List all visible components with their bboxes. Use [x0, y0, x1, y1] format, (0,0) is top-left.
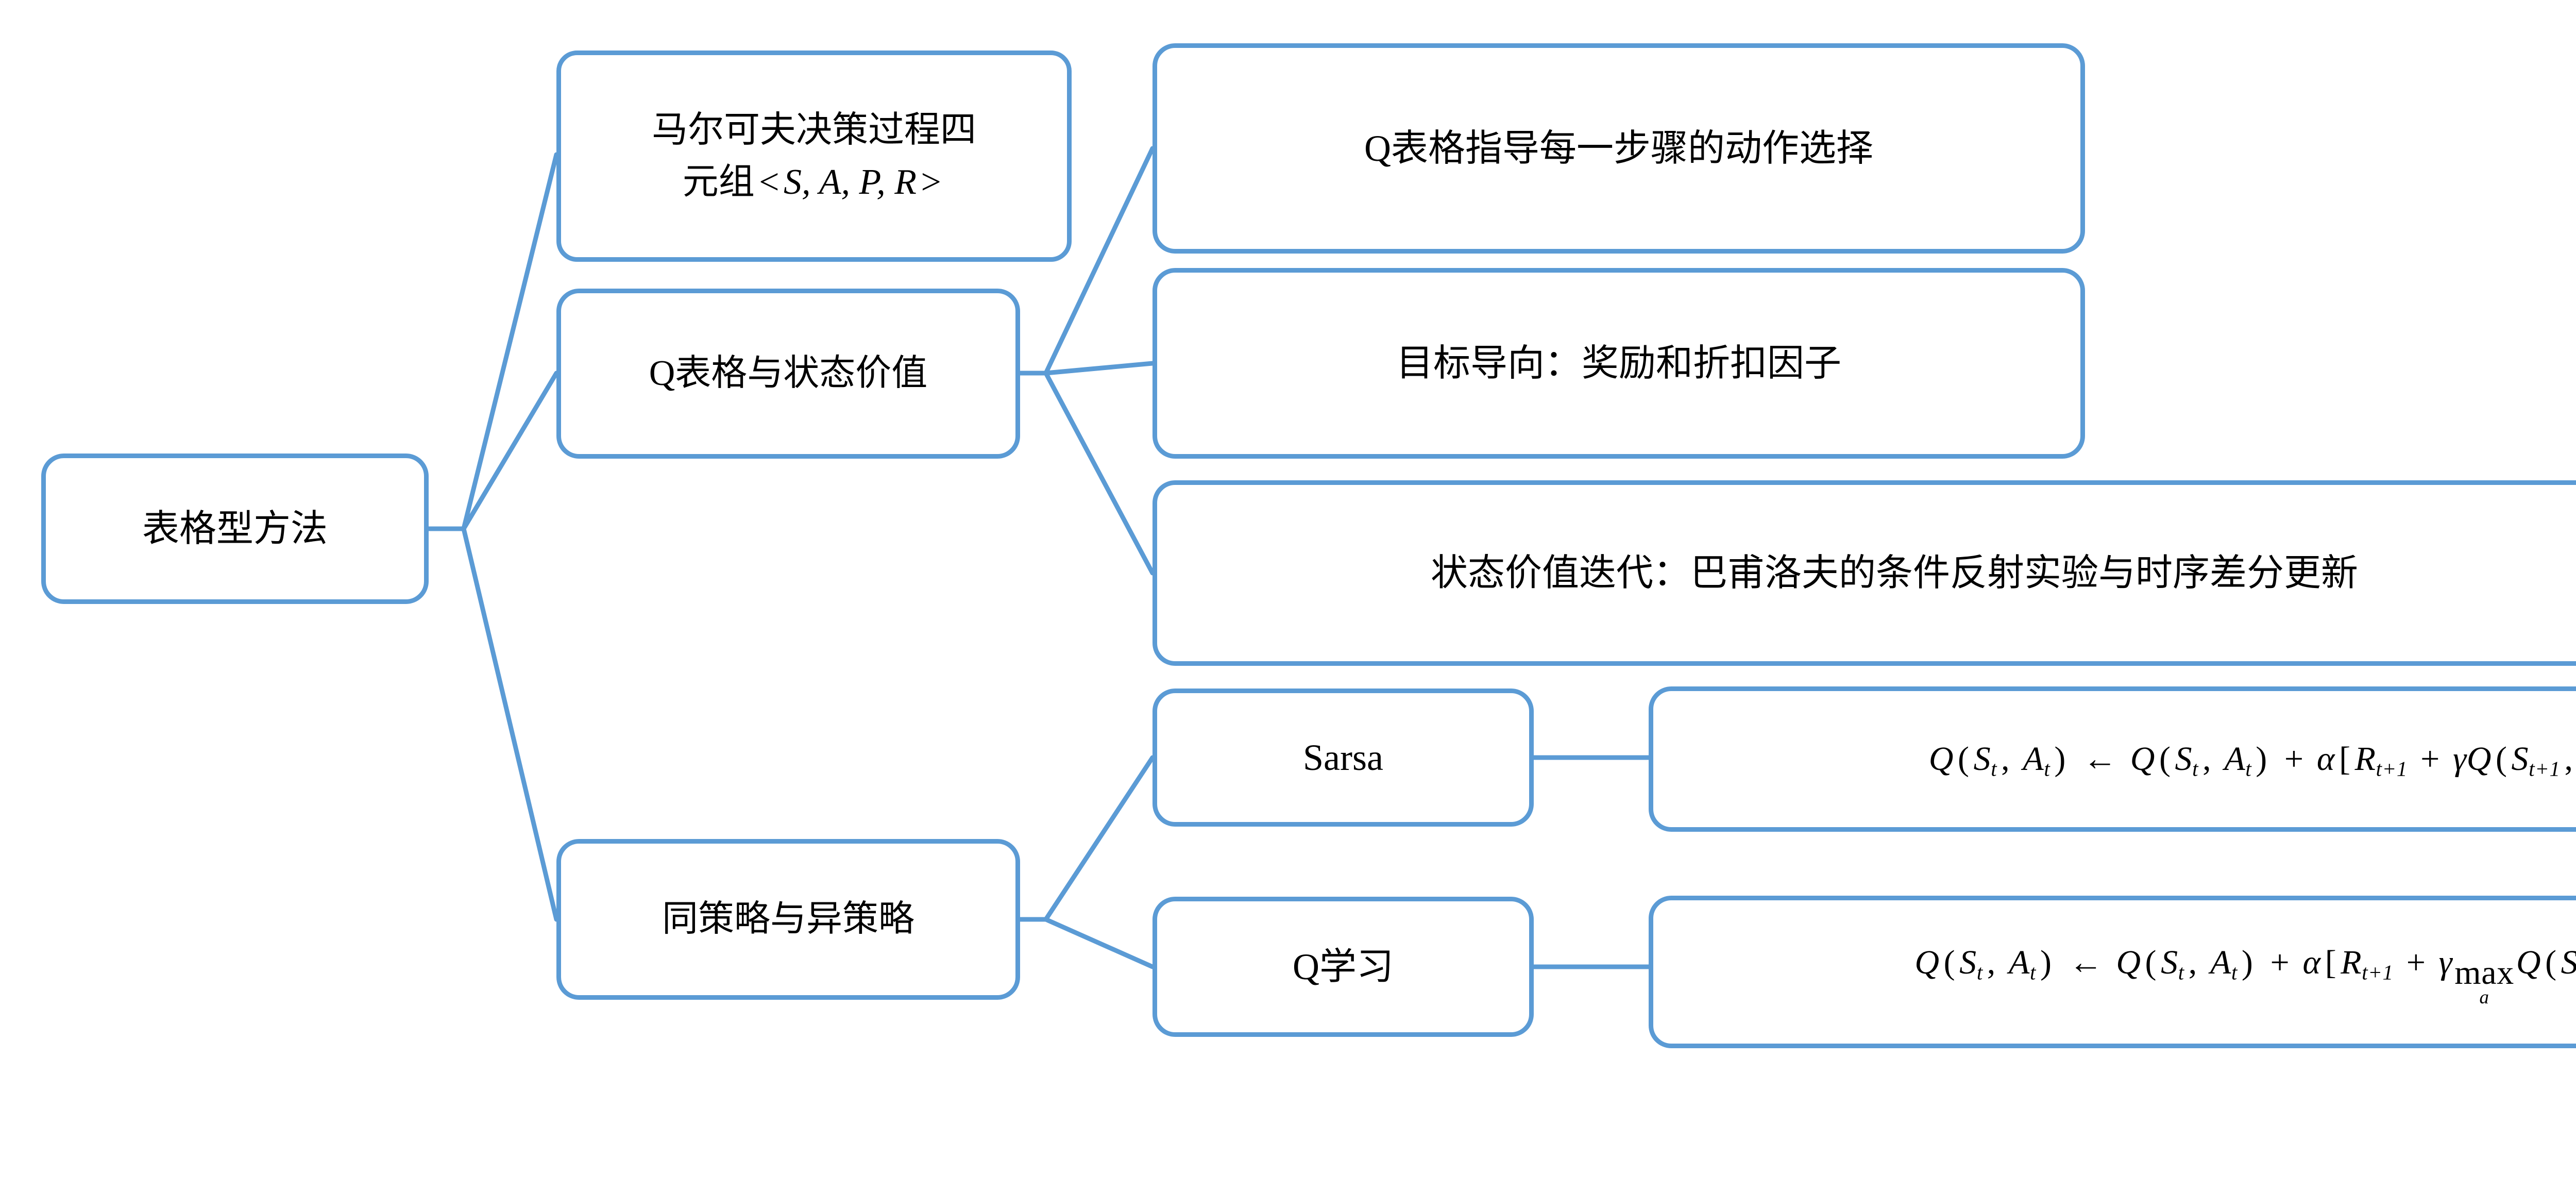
node-q-learning[interactable]: Q学习	[1153, 897, 1534, 1037]
node-leaf-action-selection[interactable]: Q表格指导每一步骤的动作选择	[1153, 43, 2085, 254]
sarsa-formula-expression: Q(St, At) ← Q(St, At) + α[Rt+1 + γQ(St+1…	[1928, 740, 2573, 781]
node-root[interactable]: 表格型方法	[41, 454, 429, 604]
node-leaf3-label: 状态价值迭代：巴甫洛夫的条件反射实验与时序差分更新	[1430, 552, 2358, 594]
connector-qtable-leaf3	[1043, 371, 1155, 576]
connector-policy-qlearning	[1043, 917, 1155, 969]
node-sarsa[interactable]: Sarsa	[1153, 689, 1534, 827]
node-on-policy-off-policy[interactable]: 同策略与异策略	[556, 839, 1020, 1000]
node-sarsa-formula[interactable]: Q(St, At) ← Q(St, At) + α[Rt+1 + γQ(St+1…	[1649, 686, 2576, 832]
connector-root-mdp	[461, 152, 559, 531]
node-leaf-goal-reward-discount[interactable]: 目标导向：奖励和折扣因子	[1153, 268, 2085, 459]
node-leaf2-label: 目标导向：奖励和折扣因子	[1396, 342, 1841, 384]
node-sarsa-label: Sarsa	[1303, 736, 1383, 778]
node-leaf1-label: Q表格指导每一步骤的动作选择	[1364, 127, 1873, 169]
node-markov-decision-process[interactable]: 马尔可夫决策过程四 元组<S, A, P, R>	[556, 51, 1072, 262]
connector-qtable-leaf2	[1043, 361, 1155, 376]
node-q-table-label: Q表格与状态价值	[649, 354, 928, 394]
node-q-table-and-state-value[interactable]: Q表格与状态价值	[556, 289, 1020, 459]
node-leaf-state-value-iteration[interactable]: 状态价值迭代：巴甫洛夫的条件反射实验与时序差分更新	[1153, 480, 2576, 666]
node-policy-label: 同策略与异策略	[662, 899, 914, 939]
node-mdp-line2: 元组<S, A, P, R>	[682, 162, 941, 202]
connector-policy-sarsa	[1043, 755, 1155, 922]
node-root-label: 表格型方法	[142, 508, 328, 549]
node-mdp-label: 马尔可夫决策过程四 元组<S, A, P, R>	[638, 104, 990, 209]
connector-root-policy	[461, 526, 559, 922]
connector-root-qtable	[461, 371, 559, 531]
node-mdp-line1: 马尔可夫决策过程四	[652, 110, 976, 150]
node-qlearning-label: Q学习	[1293, 946, 1394, 987]
